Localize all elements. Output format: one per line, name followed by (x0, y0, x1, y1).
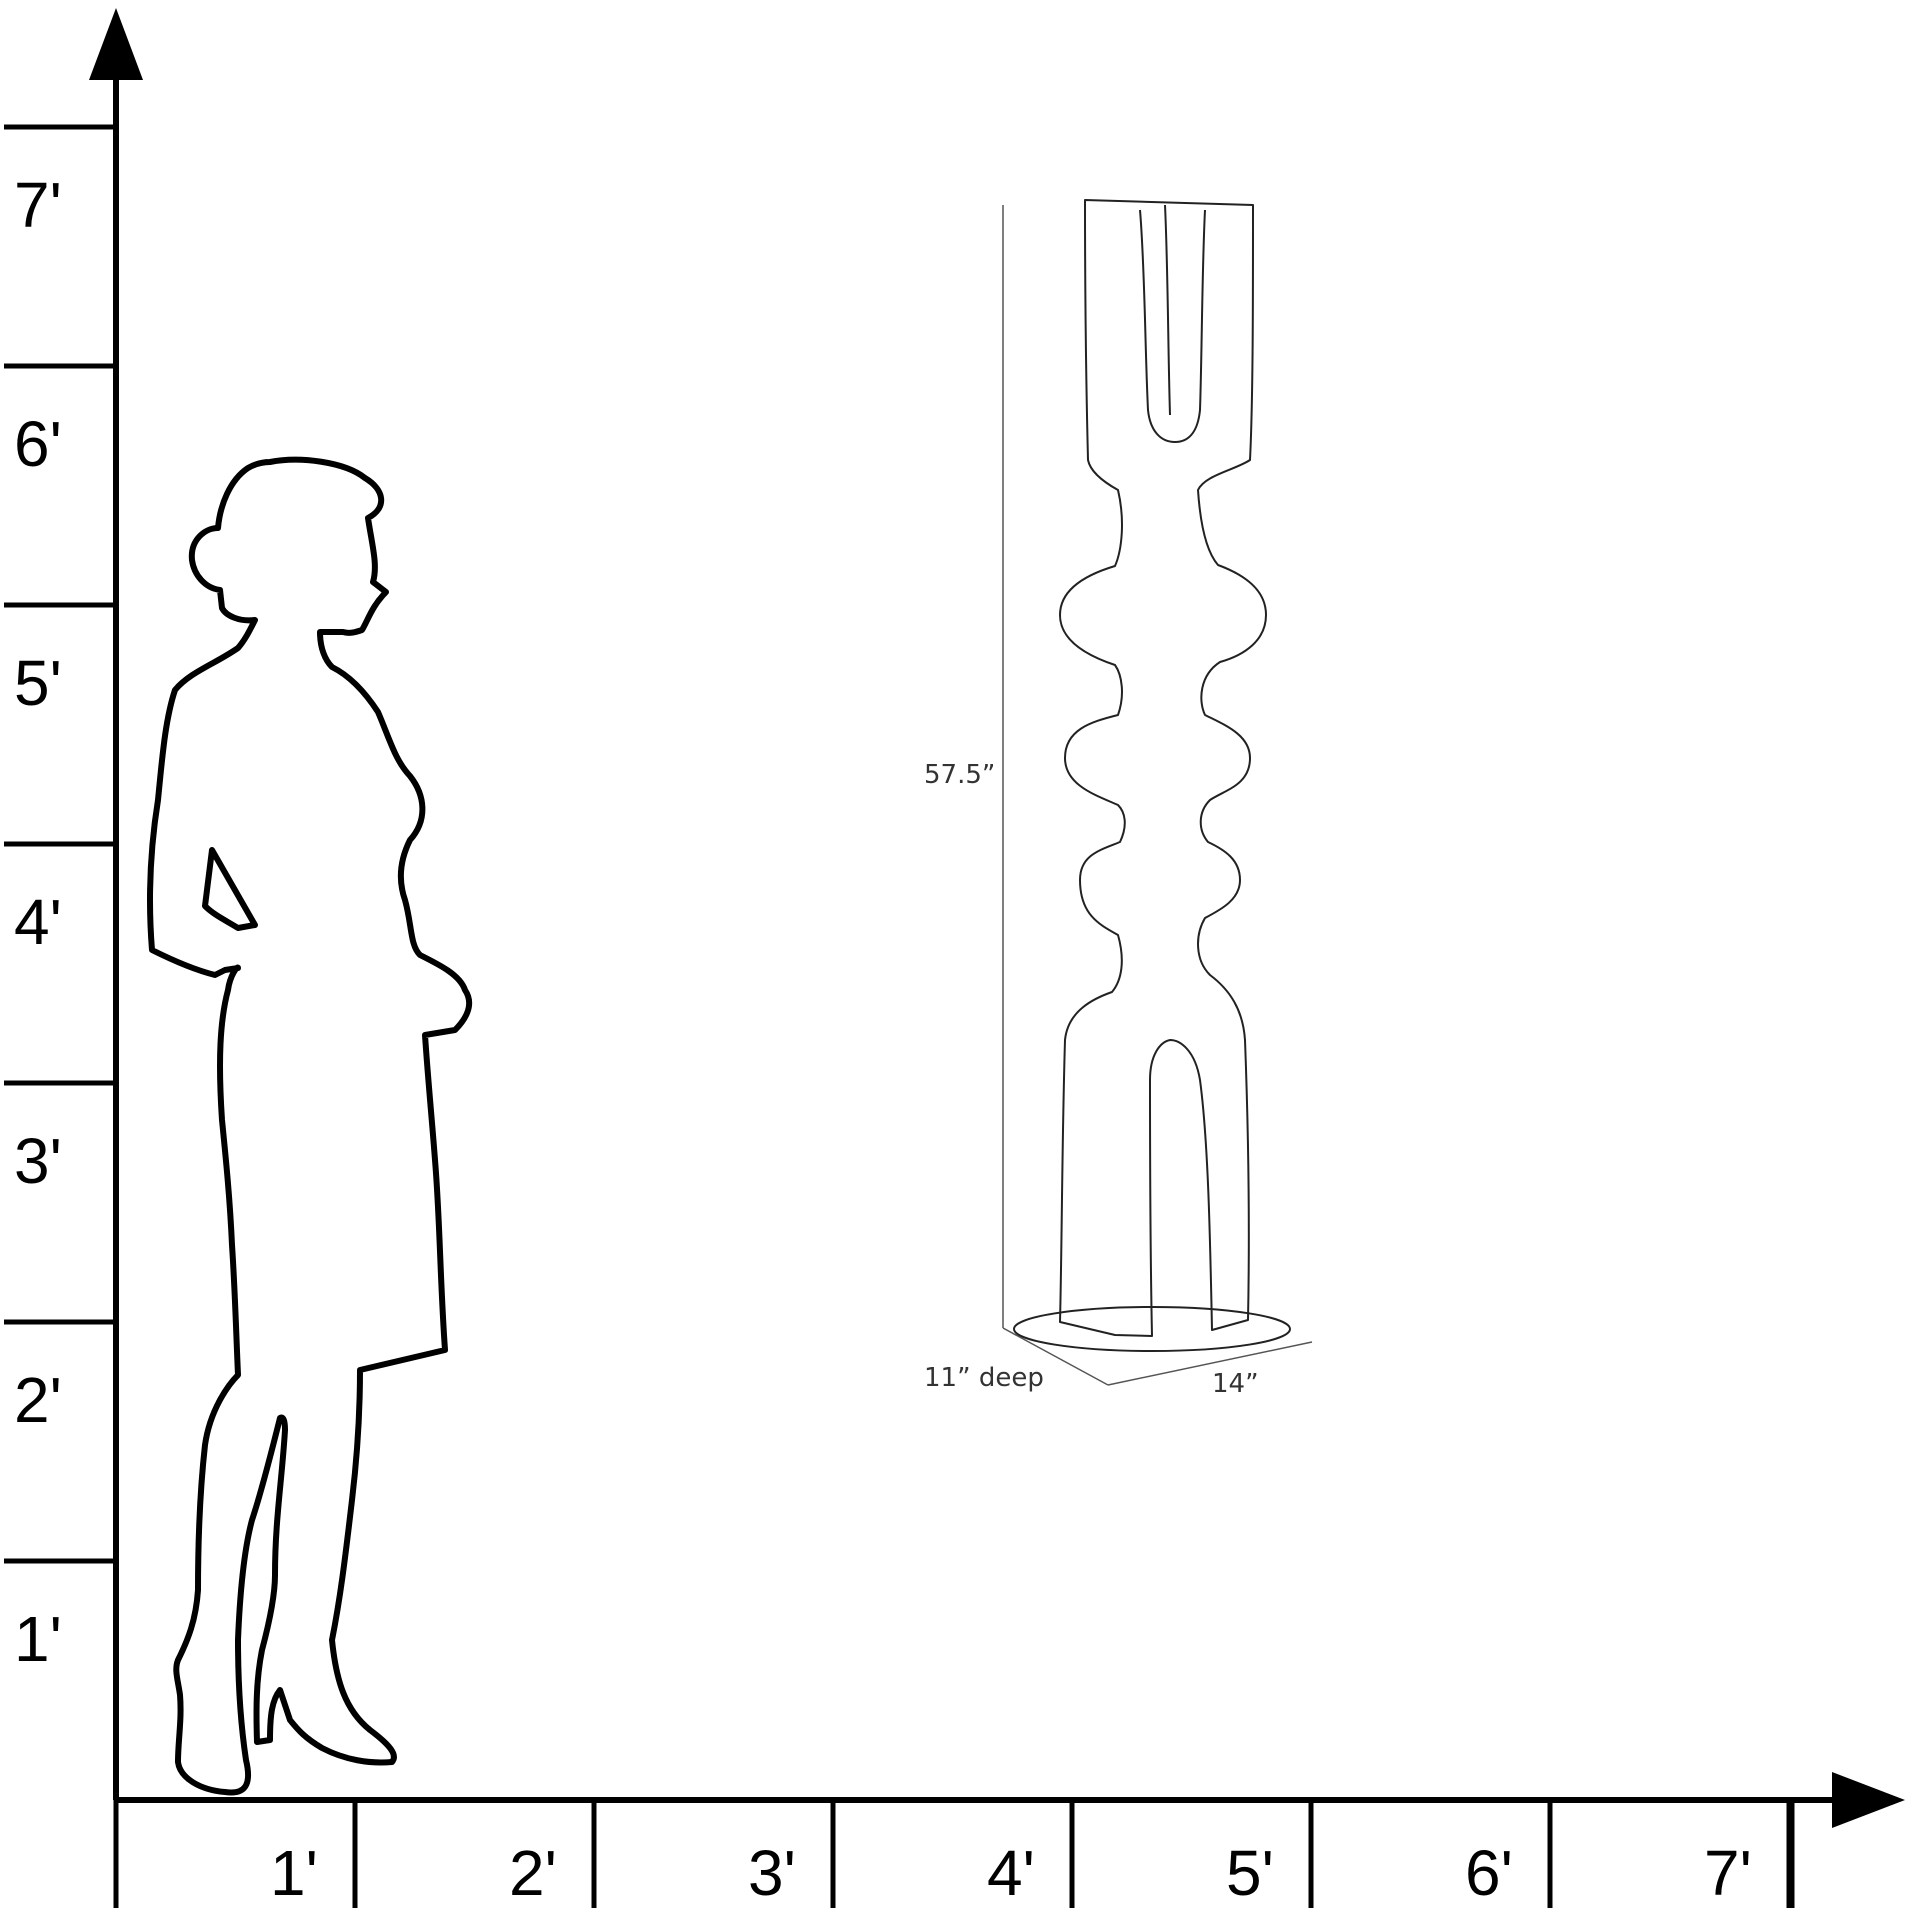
dimension-lines (1002, 205, 1313, 1386)
sculpture-top-notch-inner (1164, 204, 1171, 416)
sculpture-top-notch (1139, 209, 1206, 443)
x-axis-arrow-icon (1832, 1772, 1905, 1828)
y-tick-label: 3' (14, 1125, 62, 1197)
person-arm-gap (202, 847, 258, 931)
person-outline (147, 456, 473, 1796)
depth-label: 11” deep (924, 1363, 1044, 1393)
person-silhouette-icon (147, 456, 473, 1796)
sculpture-body-outline (1059, 199, 1267, 1337)
y-tick-label: 4' (14, 886, 62, 958)
x-tick-label: 4' (987, 1837, 1035, 1909)
y-axis-arrow-icon (89, 8, 143, 80)
x-tick-label: 5' (1226, 1837, 1274, 1909)
y-tick-label: 7' (14, 169, 62, 241)
axes (89, 8, 1905, 1828)
y-tick-label: 2' (14, 1364, 62, 1436)
y-tick-label: 6' (14, 408, 62, 480)
x-tick-label: 6' (1465, 1837, 1513, 1909)
height-label: 57.5” (924, 760, 995, 790)
x-tick-label: 1' (270, 1837, 318, 1909)
depth-dimension-line (1002, 1327, 1109, 1386)
x-axis-ticks: 1' 2' 3' 4' 5' 6' 7' (113, 1800, 1795, 1909)
x-tick-label: 7' (1704, 1837, 1752, 1909)
x-tick-label: 2' (509, 1837, 557, 1909)
y-axis-ticks: 1' 2' 3' 4' 5' 6' 7' (4, 124, 116, 1675)
width-dimension-line (1107, 1341, 1313, 1386)
y-tick-label: 1' (14, 1603, 62, 1675)
width-label: 14” (1212, 1369, 1259, 1399)
x-tick-label: 3' (748, 1837, 796, 1909)
sculpture-drawing-icon (1013, 199, 1291, 1352)
y-tick-label: 5' (14, 647, 62, 719)
